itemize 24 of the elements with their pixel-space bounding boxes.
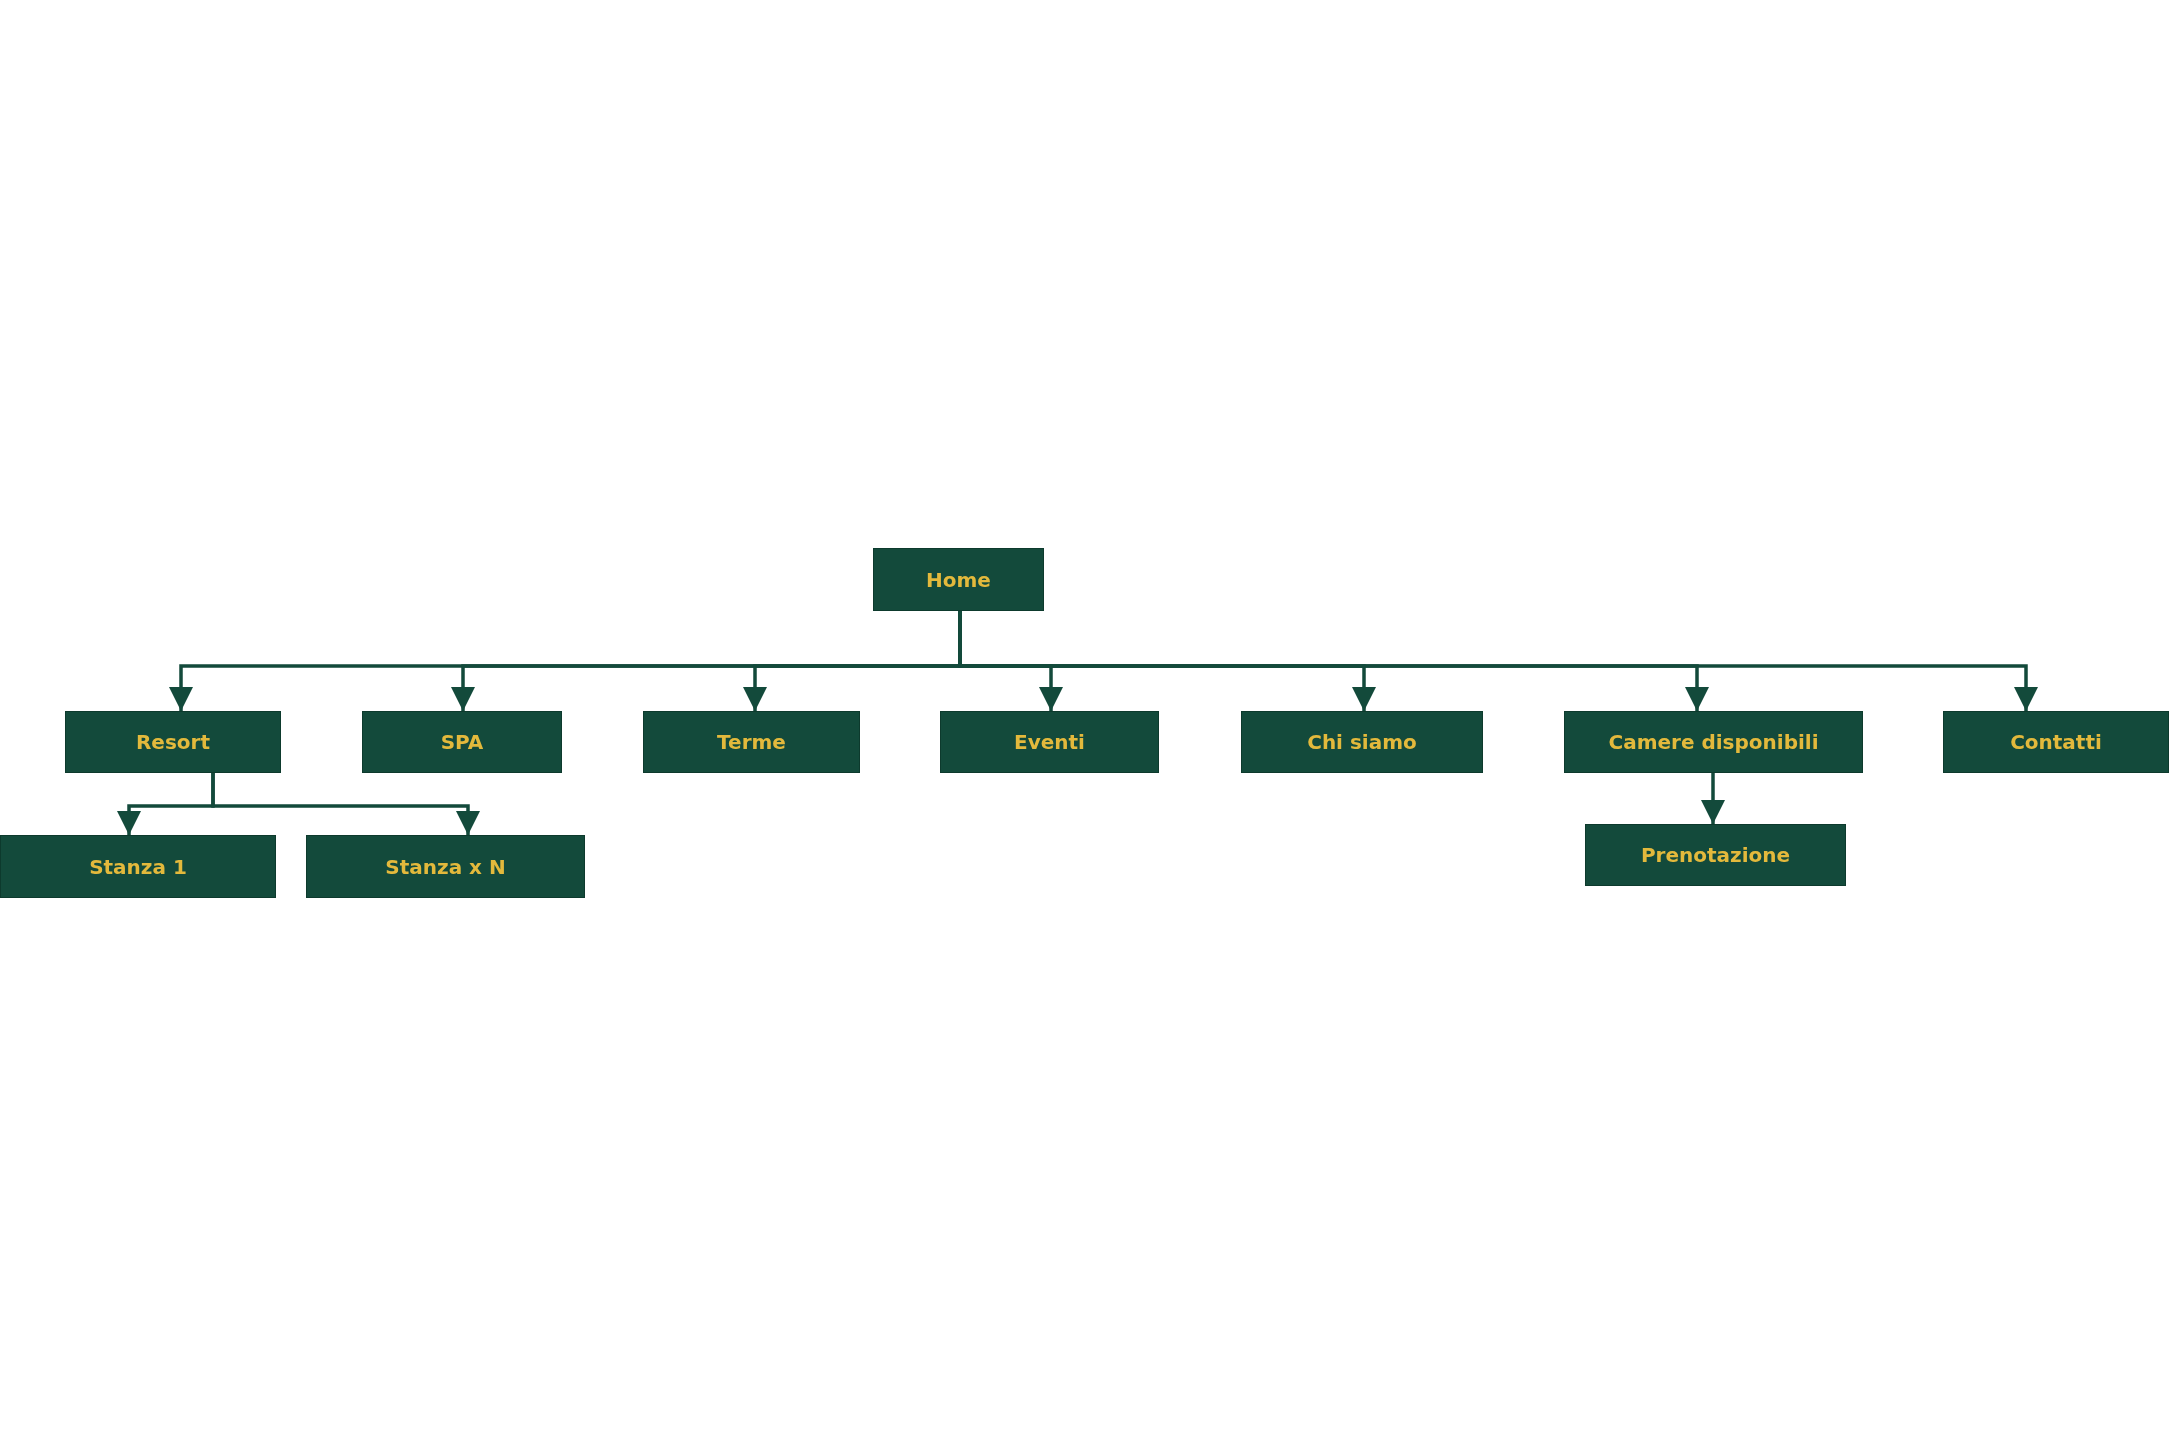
page-title: Contatti <box>2010 730 2102 754</box>
page-box <box>940 711 1159 773</box>
page-title: Prenotazione <box>1640 843 1791 867</box>
page-box <box>873 548 1044 611</box>
page-box <box>362 711 562 773</box>
connector-arrow <box>1700 773 1726 824</box>
page-title: Chi siamo <box>1307 730 1417 754</box>
page-box <box>65 711 281 773</box>
page-box <box>1241 711 1483 773</box>
page-box <box>1564 711 1863 773</box>
connector-arrow <box>211 773 481 835</box>
page-title: Eventi <box>1014 730 1085 754</box>
page-box <box>0 835 276 898</box>
page-title: Stanza x N <box>385 854 506 879</box>
page-title: Terme <box>717 730 786 754</box>
page-title: Home <box>926 567 991 592</box>
page-title: Camere disponibili <box>1608 730 1819 754</box>
page-box <box>1943 711 2169 773</box>
page-box <box>643 711 860 773</box>
page-box <box>1585 824 1846 886</box>
page-box <box>306 835 585 898</box>
page-title: SPA <box>440 730 484 754</box>
page-title: Stanza 1 <box>89 854 187 879</box>
page-title: Resort <box>135 730 210 754</box>
